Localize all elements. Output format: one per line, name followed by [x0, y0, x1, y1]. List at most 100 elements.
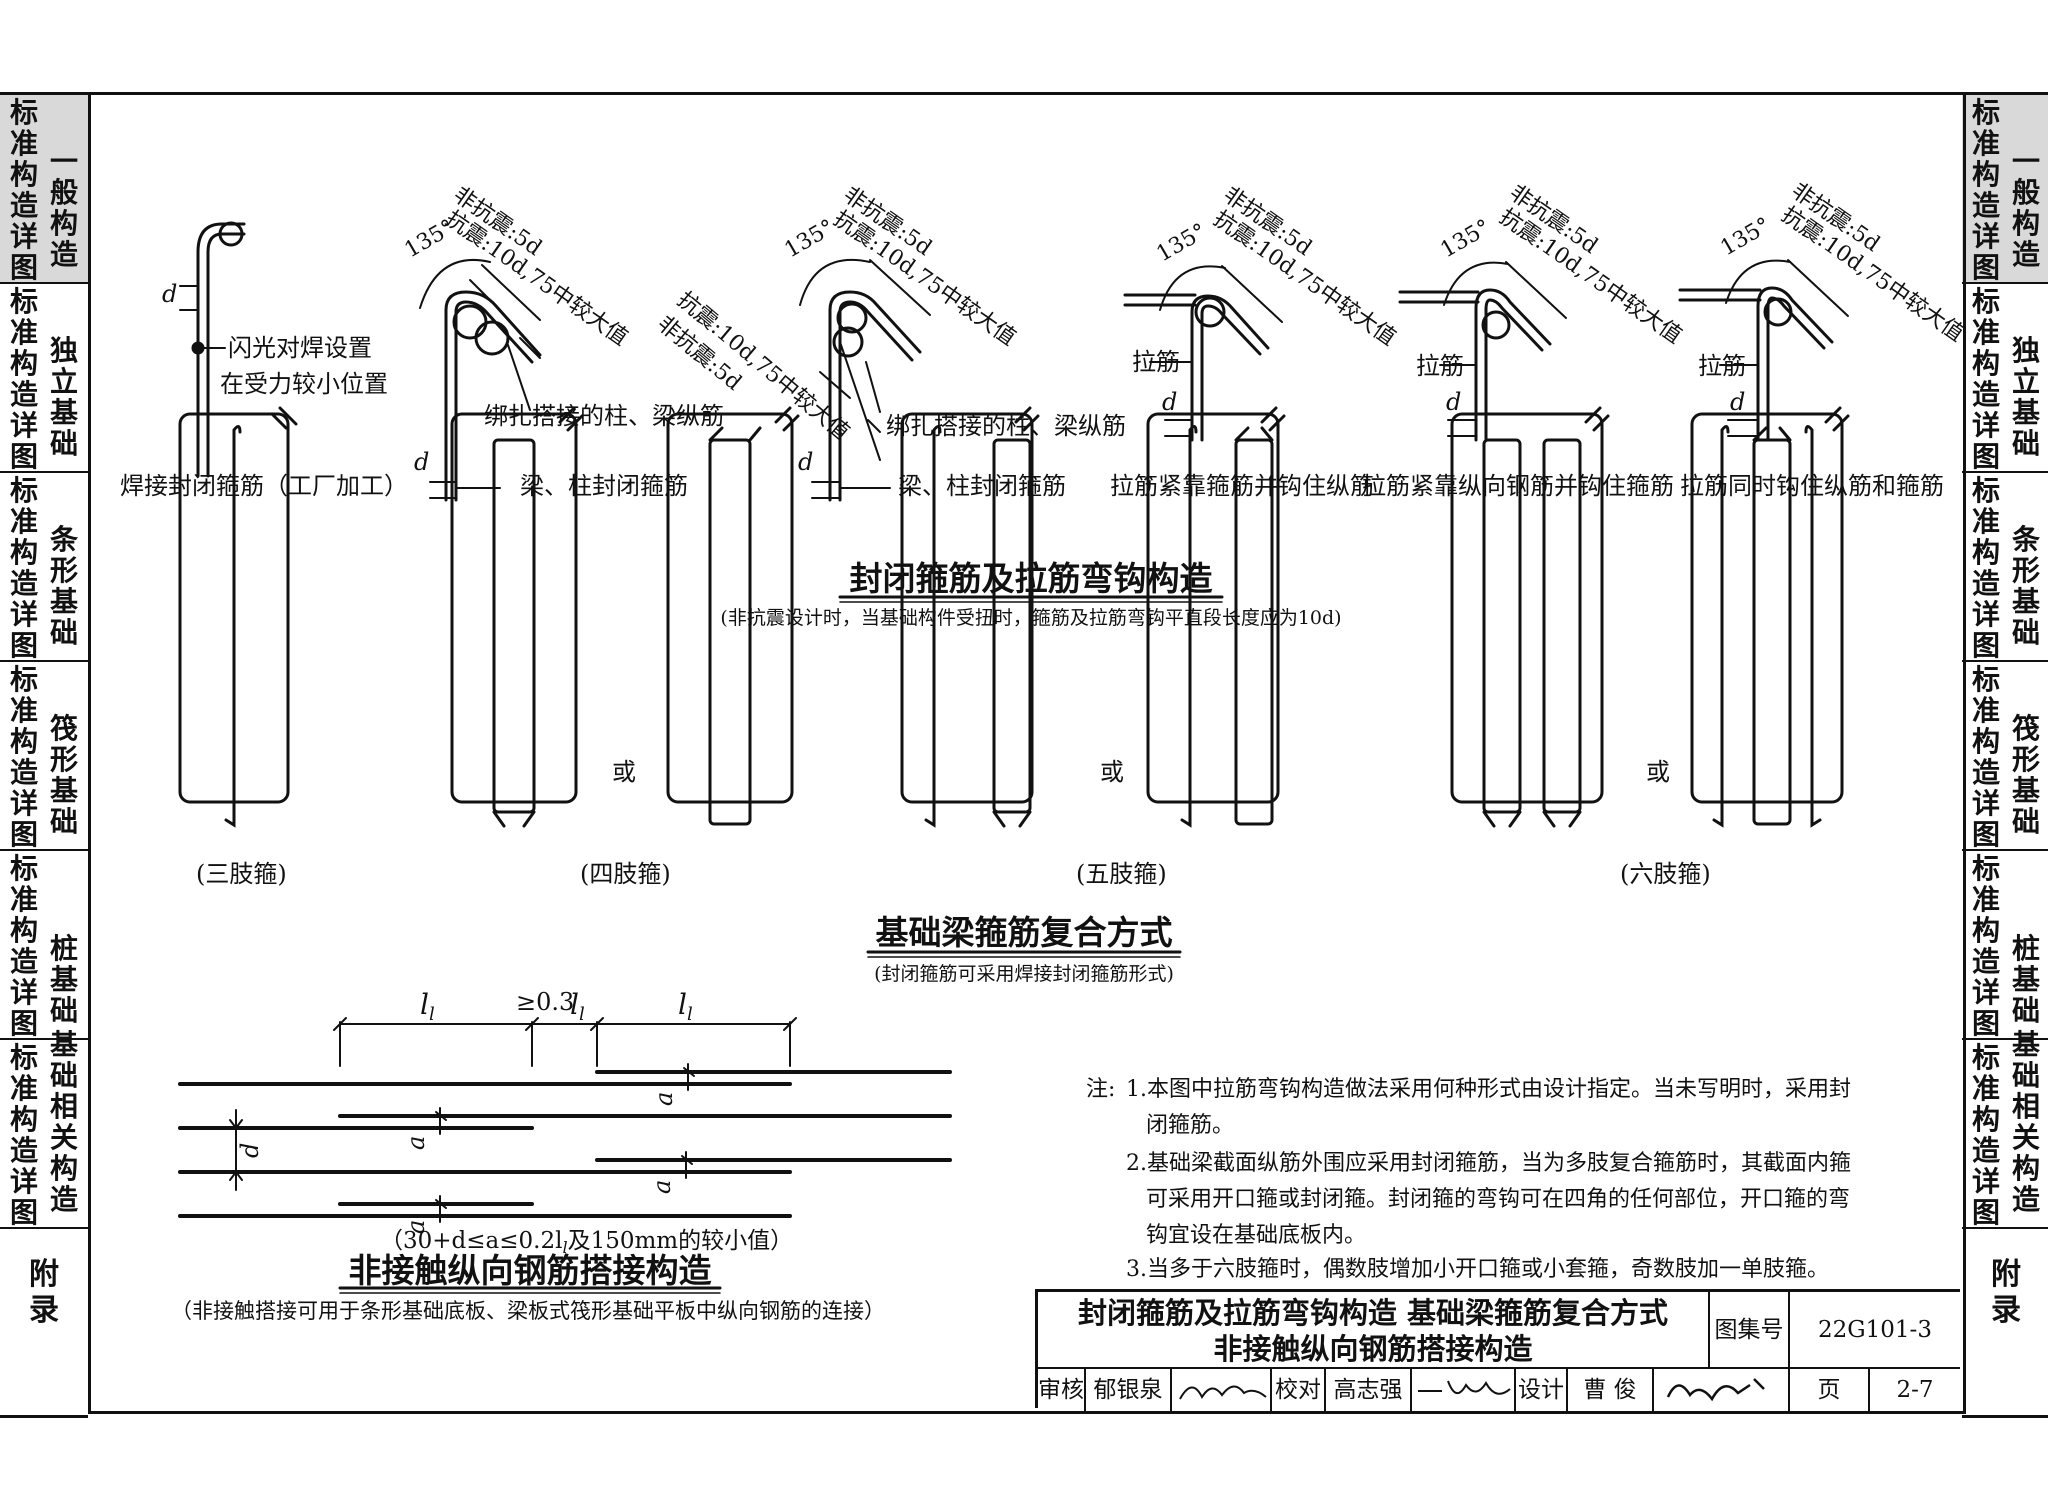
label-a: a — [402, 1220, 430, 1234]
label-or: 或 — [612, 758, 636, 786]
label-d: d — [798, 448, 813, 476]
label-five-leg: (五肢箍) — [1076, 860, 1167, 888]
tie-hook-detail-1 — [1123, 265, 1283, 442]
section-title-hooks: 封闭箍筋及拉筋弯钩构造 — [850, 559, 1213, 598]
tab-pile-foundation[interactable]: 标准构造详图 桩基础 — [1962, 851, 2048, 1040]
tie-hook-detail-2 — [1398, 261, 1567, 442]
label-gap-l: ll — [570, 988, 585, 1025]
tab-general-construction[interactable]: 标准构造详图 一般构造 — [1962, 95, 2048, 284]
notes-prefix: 注: — [1086, 1077, 1115, 1102]
label-flash-weld-2: 在受力较小位置 — [220, 370, 388, 398]
label-lap-length: ll — [678, 988, 693, 1025]
tab-label-category: 基础相关构造 — [2011, 1028, 2040, 1216]
right-sidebar: 标准构造详图 一般构造 标准构造详图 独立基础 标准构造详图 条形基础 标准构造… — [1962, 92, 2048, 1418]
label-gap: ≥0.3 — [516, 988, 574, 1016]
title-block: 封闭箍筋及拉筋弯钩构造 基础梁箍筋复合方式 非接触纵向钢筋搭接构造 图集号 22… — [1035, 1289, 1960, 1411]
tab-label-standard: 标准构造详图 — [1971, 1041, 2000, 1229]
check-label: 校对 — [1272, 1369, 1326, 1411]
tab-label-category: 筏形基础 — [2011, 712, 2040, 838]
label-lap-length: ll — [420, 988, 435, 1025]
tab-label-category: 独立基础 — [49, 334, 78, 460]
tab-label-category: 条形基础 — [2011, 523, 2040, 649]
tab-isolated-foundation[interactable]: 标准构造详图 独立基础 — [0, 284, 88, 473]
tab-general-construction[interactable]: 标准构造详图 一般构造 — [0, 95, 88, 284]
tab-label-standard: 标准构造详图 — [9, 96, 38, 284]
label-tie: 拉筋 — [1698, 352, 1746, 380]
note-3: 3.当多于六肢箍时，偶数肢增加小开口箍或小套箍，奇数肢加一单肢箍。 — [1126, 1257, 1829, 1282]
tab-foundation-related[interactable]: 标准构造详图 基础相关构造 — [0, 1029, 88, 1229]
tab-isolated-foundation[interactable]: 标准构造详图 独立基础 — [1962, 284, 2048, 473]
review-label: 审核 — [1038, 1369, 1086, 1411]
designer-name: 曹 俊 — [1568, 1369, 1654, 1411]
tie-hook-detail-3 — [1678, 259, 1849, 442]
label-d: d — [414, 448, 429, 476]
page-number: 2-7 — [1896, 1377, 1934, 1403]
stirrup-shapes — [178, 406, 1850, 828]
label-a: a — [648, 1180, 676, 1194]
designer-signature-icon — [1654, 1369, 1790, 1411]
label-six-leg: (六肢箍) — [1620, 860, 1711, 888]
label-a-rule: （30+d≤a≤0.2ll及150mm的较小值） — [380, 1228, 793, 1257]
label-tie: 拉筋 — [1132, 348, 1180, 376]
label-closed-stirrup: 梁、柱封闭箍筋 — [520, 472, 688, 500]
tab-label-category: 基础相关构造 — [49, 1028, 78, 1216]
tab-label-standard: 标准构造详图 — [9, 474, 38, 662]
tab-label-standard: 标准构造详图 — [1971, 285, 2000, 473]
label-angle: 135° — [1717, 213, 1775, 261]
tab-label-category: 条形基础 — [49, 523, 78, 649]
welded-stirrup-detail — [179, 221, 246, 478]
checker-signature-icon — [1412, 1369, 1516, 1411]
tab-label-category: 桩基础 — [2011, 932, 2040, 1027]
drawing-title-line-1: 封闭箍筋及拉筋弯钩构造 基础梁箍筋复合方式 — [1077, 1296, 1669, 1330]
atlas-number: 22G101-3 — [1790, 1292, 1960, 1369]
label-or: 或 — [1646, 758, 1670, 786]
tab-appendix[interactable]: 附录 — [1962, 1229, 2048, 1415]
tab-pile-foundation[interactable]: 标准构造详图 桩基础 — [0, 851, 88, 1040]
label-bundled-rebar: 绑扎搭接的柱、梁纵筋 — [886, 412, 1126, 440]
tab-label-standard: 标准构造详图 — [1971, 663, 2000, 851]
caption-tie-1: 拉筋紧靠箍筋并钩住纵筋 — [1110, 472, 1374, 500]
tab-raft-foundation[interactable]: 标准构造详图 筏形基础 — [0, 662, 88, 851]
section-title-stirrups: 基础梁箍筋复合方式 — [876, 913, 1173, 952]
section-note-stirrups: (封闭箍筋可采用焊接封闭箍筋形式) — [874, 963, 1174, 985]
design-label: 设计 — [1516, 1369, 1568, 1411]
caption-welded-stirrup: 焊接封闭箍筋（工厂加工） — [120, 472, 408, 500]
tab-raft-foundation[interactable]: 标准构造详图 筏形基础 — [1962, 662, 2048, 851]
note-2a: 2.基础梁截面纵筋外围应采用封闭箍筋，当为多肢复合箍筋时，其截面内箍 — [1126, 1151, 1851, 1176]
lap-splice-detail — [178, 1017, 952, 1223]
tab-strip-foundation[interactable]: 标准构造详图 条形基础 — [0, 473, 88, 662]
tab-label-standard: 标准构造详图 — [1971, 474, 2000, 662]
label-a: a — [650, 1092, 678, 1106]
tab-label-standard: 标准构造详图 — [9, 663, 38, 851]
tab-label-standard: 标准构造详图 — [9, 852, 38, 1040]
note-2b: 可采用开口箍或封闭箍。封闭箍的弯钩可在四角的任何部位，开口箍的弯 — [1146, 1187, 1850, 1212]
tab-label-category: 一般构造 — [49, 145, 78, 271]
reviewer-signature-icon — [1172, 1369, 1272, 1411]
stirrup-hook-detail-2 — [799, 258, 931, 502]
tab-label-standard: 标准构造详图 — [9, 1041, 38, 1229]
label-d: d — [1730, 388, 1745, 416]
tab-strip-foundation[interactable]: 标准构造详图 条形基础 — [1962, 473, 2048, 662]
label-flash-weld-1: 闪光对焊设置 — [228, 334, 372, 362]
tab-label-appendix: 附录 — [1991, 1257, 2021, 1328]
tab-label-category: 独立基础 — [2011, 334, 2040, 460]
drawing-title-line-2: 非接触纵向钢筋搭接构造 — [1213, 1332, 1533, 1366]
section-note-lap: （非接触搭接可用于条形基础底板、梁板式筏形基础平板中纵向钢筋的连接） — [171, 1299, 885, 1323]
label-bundled-rebar: 绑扎搭接的柱、梁纵筋 — [484, 402, 724, 430]
atlas-number-label: 图集号 — [1710, 1292, 1790, 1369]
tab-label-category: 筏形基础 — [49, 712, 78, 838]
tab-label-standard: 标准构造详图 — [1971, 852, 2000, 1040]
label-d: d — [162, 280, 177, 308]
tab-label-appendix: 附录 — [29, 1257, 59, 1328]
tab-label-standard: 标准构造详图 — [1971, 96, 2000, 284]
label-d: d — [1446, 388, 1461, 416]
tab-appendix[interactable]: 附录 — [0, 1229, 88, 1415]
tab-label-category: 一般构造 — [2011, 145, 2040, 271]
tab-foundation-related[interactable]: 标准构造详图 基础相关构造 — [1962, 1029, 2048, 1229]
label-four-leg: (四肢箍) — [580, 860, 671, 888]
drawing-frame — [88, 92, 1966, 1414]
label-seismic: 抗震:10d,75中较大值 — [1777, 202, 1969, 347]
label-seismic: 抗震:10d,75中较大值 — [1495, 204, 1687, 349]
label-angle: 135° — [1437, 215, 1495, 263]
